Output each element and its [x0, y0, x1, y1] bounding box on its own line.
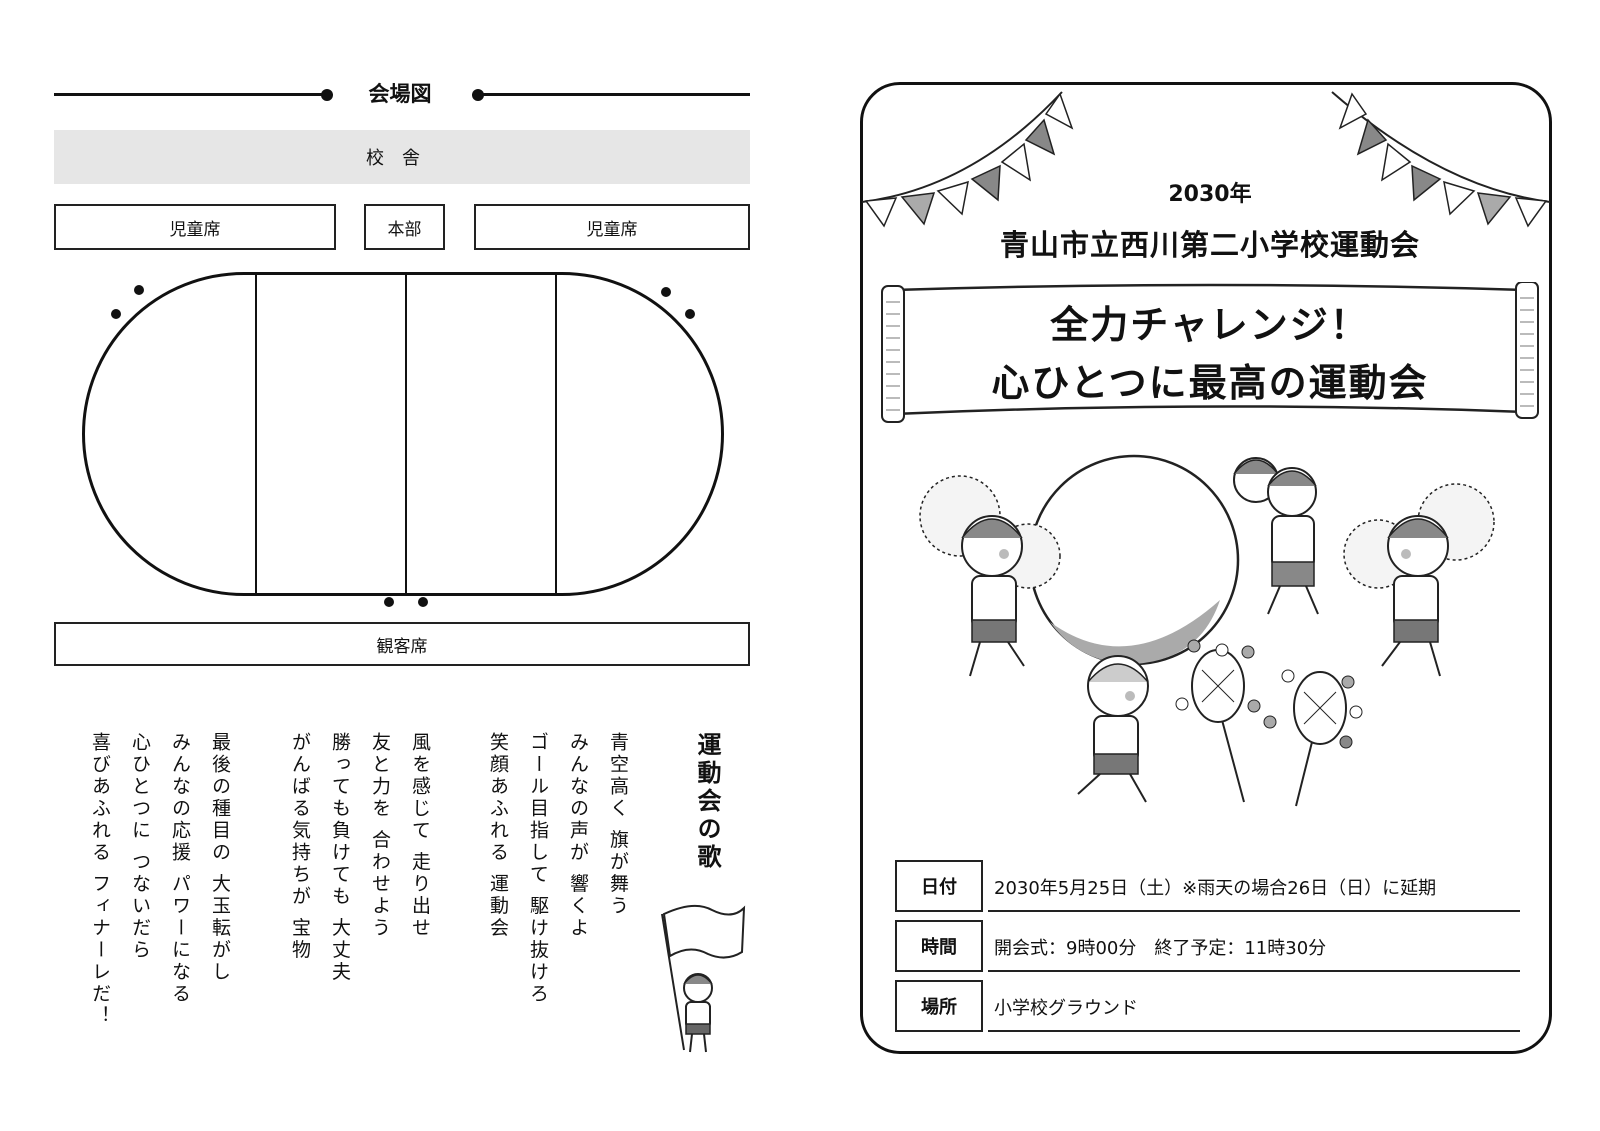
- student-seats-left-label: 児童席: [169, 219, 221, 240]
- track-lane-line: [255, 275, 257, 593]
- lyric-line: 青空高く 旗が舞う: [607, 732, 629, 918]
- info-place-value: 小学校グラウンド: [994, 998, 1138, 1019]
- lyric-line: 心ひとつに つないだら: [129, 732, 151, 962]
- student-seats-right: 児童席: [474, 204, 750, 250]
- lyric-line: 最後の種目の 大玉転がし: [209, 732, 231, 984]
- track-marker-dot: [384, 597, 394, 607]
- lyric-line: みんなの応援 パワーになる: [169, 732, 191, 1006]
- student-seats-left: 児童席: [54, 204, 336, 250]
- kids-sports-illustration: [919, 454, 1495, 807]
- info-underline: [988, 1030, 1520, 1032]
- bunting-decoration: [862, 91, 1550, 228]
- info-time-value: 開会式：9時00分 終了予定：11時30分: [994, 938, 1327, 959]
- track-marker-dot: [134, 285, 144, 295]
- slogan-line-2: 心ひとつに最高の運動会: [991, 361, 1429, 405]
- lyric-line: 笑顔あふれる 運動会: [487, 732, 509, 940]
- title-rule-right: [478, 93, 750, 96]
- track-lane-line: [405, 275, 407, 593]
- student-seats-right-label: 児童席: [586, 219, 638, 240]
- lyric-line: みんなの声が 響くよ: [567, 732, 589, 940]
- lyric-line: 風を感じて 走り出せ: [409, 732, 431, 940]
- info-place-label: 場所: [895, 980, 983, 1032]
- info-date-label: 日付: [895, 860, 983, 912]
- school-building: 校舎: [54, 130, 750, 184]
- info-date-value: 2030年5月25日（土）※雨天の場合26日（日）に延期: [994, 878, 1437, 899]
- track-marker-dot: [661, 287, 671, 297]
- lyric-line: 喜びあふれる フィナーレだ！: [89, 732, 111, 1028]
- spectator-seats: 観客席: [54, 622, 750, 666]
- headquarters-box: 本部: [364, 204, 445, 250]
- event-school-name: 青山市立西川第二小学校運動会: [999, 228, 1420, 262]
- info-underline: [988, 970, 1520, 972]
- event-year: 2030年: [1168, 182, 1252, 207]
- lyric-line: ゴール目指して 駆け抜けろ: [527, 732, 549, 1006]
- track-marker-dot: [685, 309, 695, 319]
- lyric-line: 友と力を 合わせよう: [369, 732, 391, 940]
- track-lane-line: [555, 275, 557, 593]
- track-marker-dot: [418, 597, 428, 607]
- venue-map-title: 会場図: [368, 82, 432, 106]
- lyric-line: 勝っても負けても 大丈夫: [329, 732, 351, 984]
- slogan-line-1: 全力チャレンジ！: [1050, 303, 1370, 347]
- info-time-label: 時間: [895, 920, 983, 972]
- event-poster: [860, 82, 1552, 1054]
- running-track: [82, 272, 724, 596]
- school-building-label: 校舎: [366, 148, 438, 169]
- spectator-seats-label: 観客席: [376, 636, 428, 657]
- lyric-line: がんばる気持ちが 宝物: [289, 732, 311, 962]
- flag-kid-illustration: [661, 904, 746, 1053]
- scroll-banner: [881, 282, 1539, 423]
- info-underline: [988, 910, 1520, 912]
- track-marker-dot: [111, 309, 121, 319]
- title-rule-dot: [321, 89, 333, 101]
- title-rule-left: [54, 93, 324, 96]
- song-title: 運動会の歌: [693, 732, 721, 872]
- headquarters-label: 本部: [387, 219, 422, 240]
